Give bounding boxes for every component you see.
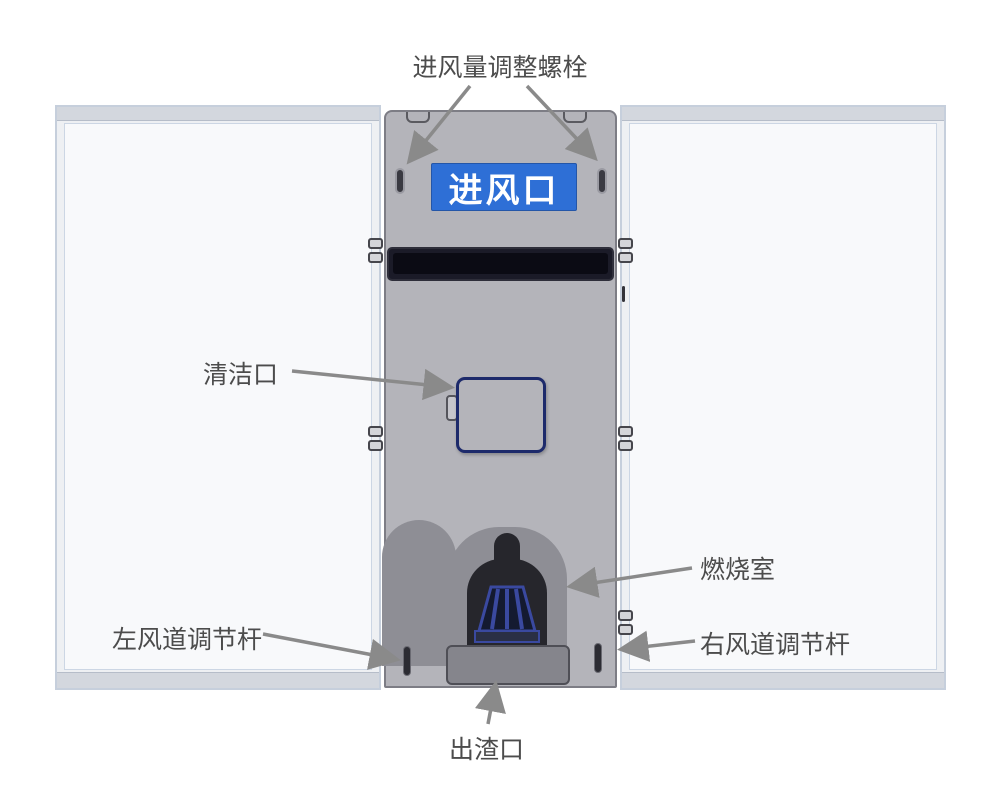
right-duct-lever[interactable]	[594, 643, 602, 673]
left-duct-lever[interactable]	[403, 646, 411, 676]
top-notch-right	[563, 112, 587, 123]
combustion-opening	[467, 559, 547, 648]
cleaning-door[interactable]	[456, 377, 546, 453]
label-combustion-chamber: 燃烧室	[700, 556, 776, 584]
slag-outlet-door[interactable]	[446, 645, 570, 685]
left-panel-top-band	[57, 107, 379, 121]
left-intake-adjust-bolt[interactable]	[395, 168, 405, 194]
stove-body: 进风口	[382, 110, 617, 688]
combustion-chamber	[447, 527, 567, 648]
air-intake-slot-opening	[393, 253, 608, 274]
left-panel-bottom-band	[57, 672, 379, 688]
right-panel-top-band	[622, 107, 944, 121]
hinge-left-middle	[368, 426, 383, 451]
left-panel-inner-face	[64, 123, 372, 670]
right-panel-inner-face	[629, 123, 937, 670]
air-inlet-plate: 进风口	[431, 163, 577, 211]
left-side-panel	[55, 105, 381, 690]
label-air-intake-bolts: 进风量调整螺栓	[412, 54, 588, 82]
right-intake-adjust-bolt[interactable]	[597, 168, 607, 194]
left-arch-housing	[382, 520, 456, 666]
air-intake-slot	[387, 247, 614, 281]
label-left-duct-lever: 左风道调节杆	[112, 626, 263, 654]
hinge-right-lower	[618, 610, 633, 635]
grate-graphic	[474, 585, 540, 643]
top-notch-left	[406, 112, 430, 123]
right-side-panel	[620, 105, 946, 690]
right-edge-pin	[622, 286, 625, 302]
hinge-right-middle	[618, 426, 633, 451]
hinge-right-upper	[618, 238, 633, 263]
right-panel-bottom-band	[622, 672, 944, 688]
label-slag-outlet: 出渣口	[449, 736, 525, 764]
hinge-left-upper	[368, 238, 383, 263]
label-cleaning-port: 清洁口	[203, 361, 279, 389]
label-right-duct-lever: 右风道调节杆	[700, 631, 851, 659]
